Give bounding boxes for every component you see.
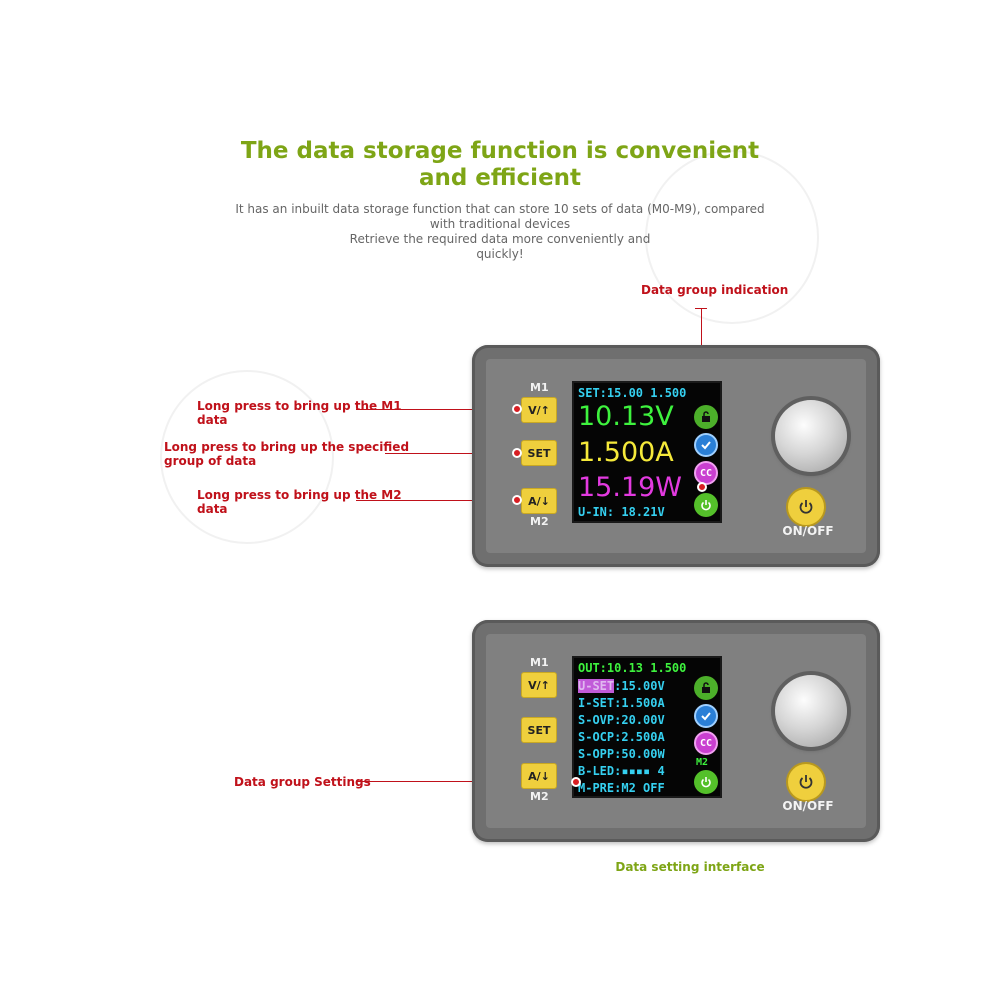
encoder-knob[interactable] (775, 675, 847, 747)
lcd-screen-main: SET:15.00 1.500 10.13V 1.500A 15.19W U-I… (572, 381, 722, 523)
m1-label: M1 (530, 381, 549, 394)
subtitle-line: Retrieve the required data more convenie… (349, 232, 651, 246)
v-up-m1-button[interactable]: V/↑ (521, 397, 557, 423)
subtitle-line: quickly! (476, 247, 524, 261)
setting-row-m-pre[interactable]: M-PRE:M2 OFF (578, 781, 665, 795)
callout-m2: Long press to bring up the M2 data (197, 488, 402, 516)
cc-icon: CC (694, 461, 718, 485)
watermark-ring (160, 370, 334, 544)
m2-badge: M2 (696, 757, 709, 768)
setting-key: S-OVP (578, 713, 615, 727)
subtitle-line: with traditional devices (429, 217, 571, 231)
check-icon (694, 704, 718, 728)
power-icon (799, 775, 813, 789)
page-title-line: The data storage function is convenient (240, 138, 760, 164)
set-button[interactable]: SET (521, 717, 557, 743)
power-icon (799, 500, 813, 514)
current-readout: 1.500A (578, 437, 674, 468)
set-readout: SET:15.00 1.500 (578, 386, 687, 400)
m1-label: M1 (530, 656, 549, 669)
callout-marker-m1 (512, 404, 522, 414)
callout-set-line: Long press to bring up the specified (164, 440, 410, 454)
callout-set-line: group of data (164, 454, 257, 468)
callout-m1: Long press to bring up the M1 data (197, 399, 402, 427)
callout-leader-line (385, 453, 518, 454)
lock-icon (694, 676, 718, 700)
page-subtitle: It has an inbuilt data storage function … (190, 202, 810, 262)
m2-label: M2 (530, 790, 549, 803)
power-icon (694, 770, 718, 794)
figure-caption: Data setting interface (615, 860, 765, 874)
callout-m2-line: data (197, 502, 228, 516)
callout-m1-line: data (197, 413, 228, 427)
setting-value: :2.500A (614, 730, 665, 744)
setting-row-u-set[interactable]: U-SET:15.00V (578, 679, 665, 693)
setting-value: :1.500A (614, 696, 665, 710)
setting-key: S-OCP (578, 730, 615, 744)
setting-key: I-SET (578, 696, 615, 710)
setting-key: M-PRE (578, 781, 615, 795)
setting-row-b-led[interactable]: B-LED:▪▪▪▪ 4 (578, 764, 665, 778)
callout-m2-line: Long press to bring up the M2 (197, 488, 402, 502)
power-icon (694, 493, 718, 517)
setting-row-i-set[interactable]: I-SET:1.500A (578, 696, 665, 710)
page-title-line: and efficient (418, 165, 582, 191)
set-button[interactable]: SET (521, 440, 557, 466)
callout-marker-m2 (512, 495, 522, 505)
m2-label: M2 (530, 515, 549, 528)
setting-row-s-ocp[interactable]: S-OCP:2.500A (578, 730, 665, 744)
callout-marker-set (512, 448, 522, 458)
voltage-readout: 10.13V (578, 401, 674, 432)
setting-key: S-OPP (578, 747, 615, 761)
cc-icon: CC (694, 731, 718, 755)
callout-leader-line (356, 500, 518, 501)
setting-value: :20.00V (614, 713, 665, 727)
callout-m1-line: Long press to bring up the M1 (197, 399, 402, 413)
setting-value: :50.00W (614, 747, 665, 761)
v-up-m1-button[interactable]: V/↑ (521, 672, 557, 698)
power-supply-device-main: M1 V/↑ SET A/↓ M2 SET:15.00 1.500 10.13V… (472, 345, 880, 567)
input-voltage-readout: U-IN: 18.21V (578, 505, 665, 519)
setting-row-s-opp[interactable]: S-OPP:50.00W (578, 747, 665, 761)
on-off-button[interactable] (786, 487, 826, 527)
subtitle-line: It has an inbuilt data storage function … (235, 202, 765, 216)
power-readout: 15.19W (578, 472, 682, 503)
a-down-m2-button[interactable]: A/↓ (521, 488, 557, 514)
on-off-label: ON/OFF (782, 799, 834, 813)
watermark-ring (645, 150, 819, 324)
callout-marker-group (697, 482, 707, 492)
setting-row-s-ovp[interactable]: S-OVP:20.00V (578, 713, 665, 727)
callout-data-group-settings: Data group Settings (234, 775, 371, 789)
callout-set: Long press to bring up the specified gro… (164, 440, 409, 468)
callout-leader-line (356, 781, 574, 782)
setting-key: B-LED (578, 764, 615, 778)
setting-key: U-SET (578, 679, 615, 693)
page-title: The data storage function is convenient … (190, 138, 810, 192)
lcd-screen-settings: OUT:10.13 1.500 U-SET:15.00V I-SET:1.500… (572, 656, 722, 798)
setting-value: :15.00V (614, 679, 665, 693)
setting-value: :▪▪▪▪ 4 (614, 764, 665, 778)
setting-value: :M2 OFF (614, 781, 665, 795)
check-icon (694, 433, 718, 457)
on-off-button[interactable] (786, 762, 826, 802)
output-readout: OUT:10.13 1.500 (578, 661, 687, 675)
encoder-knob[interactable] (775, 400, 847, 472)
lock-icon (694, 405, 718, 429)
callout-marker-settings (571, 777, 581, 787)
power-supply-device-settings: M1 V/↑ SET A/↓ M2 OUT:10.13 1.500 U-SET:… (472, 620, 880, 842)
callout-data-group-indication: Data group indication (641, 283, 789, 297)
on-off-label: ON/OFF (782, 524, 834, 538)
callout-leader-line (356, 409, 518, 410)
a-down-m2-button[interactable]: A/↓ (521, 763, 557, 789)
